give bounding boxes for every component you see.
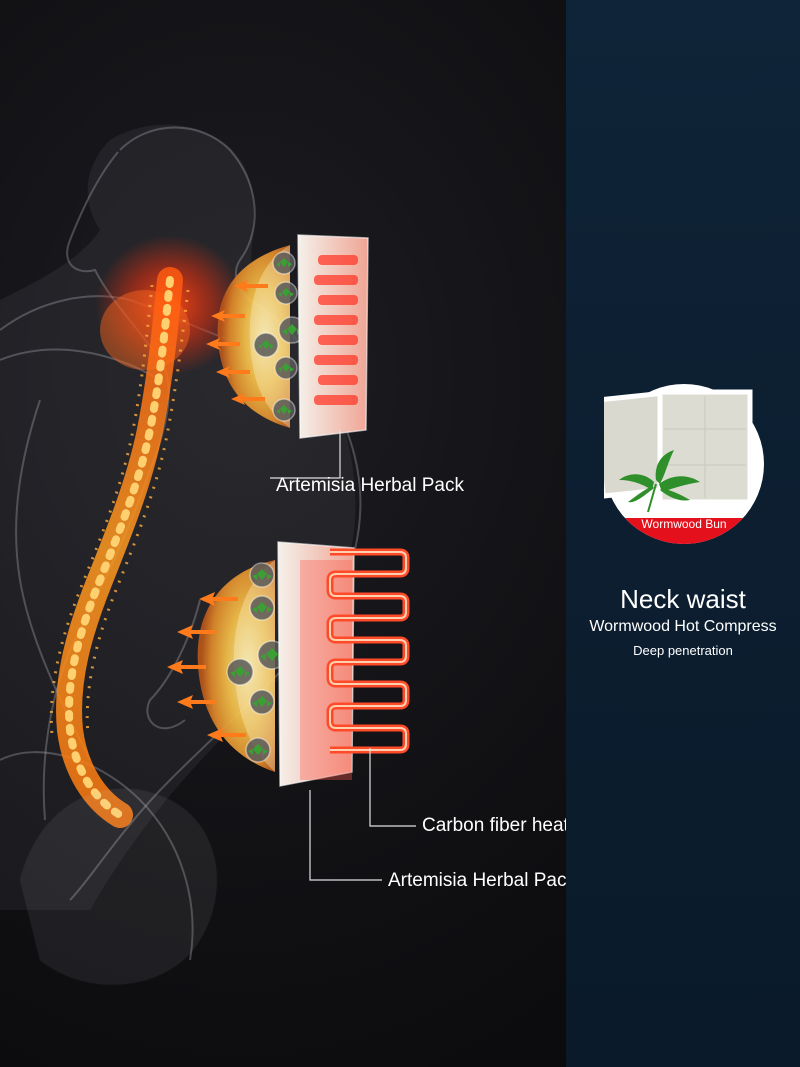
spine: [49, 267, 190, 828]
carbon-leader-line: [369, 748, 416, 827]
upper-pack-label: Artemisia Herbal Pack: [276, 475, 464, 496]
badge-label: Wormwood Bun: [641, 517, 727, 531]
wormwood-patch-icon: [604, 384, 764, 544]
product-title: Neck waist: [620, 584, 746, 614]
upper-heat-arrows: [206, 280, 268, 405]
product-info-panel: Wormwood Bun Neck waist Wormwood Hot Com…: [566, 0, 800, 1067]
lower-heat-arrows: [167, 592, 246, 742]
pack-leader-line: [309, 790, 382, 881]
upper-leaf-icons: [258, 258, 302, 414]
upper-heat-stripes: [314, 255, 358, 405]
lower-leaf-icons: [230, 569, 284, 755]
lower-heating-module: [167, 541, 416, 881]
anatomy-illustration-panel: Artemisia Herbal Pack Carbon fiber heati…: [0, 124, 594, 985]
pelvis-silhouette: [20, 788, 217, 985]
wormwood-badge: Wormwood Bun: [604, 372, 764, 552]
upper-heating-module: [206, 234, 369, 479]
product-tagline: Deep penetration: [633, 643, 733, 658]
wormwood-leaf-icon: [619, 450, 700, 513]
carbon-fiber-label: Carbon fiber heating: [422, 815, 595, 836]
anatomy-illustration: [0, 124, 416, 985]
lower-pack-label: Artemisia Herbal Pack: [388, 870, 576, 891]
product-subtitle: Wormwood Hot Compress: [589, 618, 777, 635]
